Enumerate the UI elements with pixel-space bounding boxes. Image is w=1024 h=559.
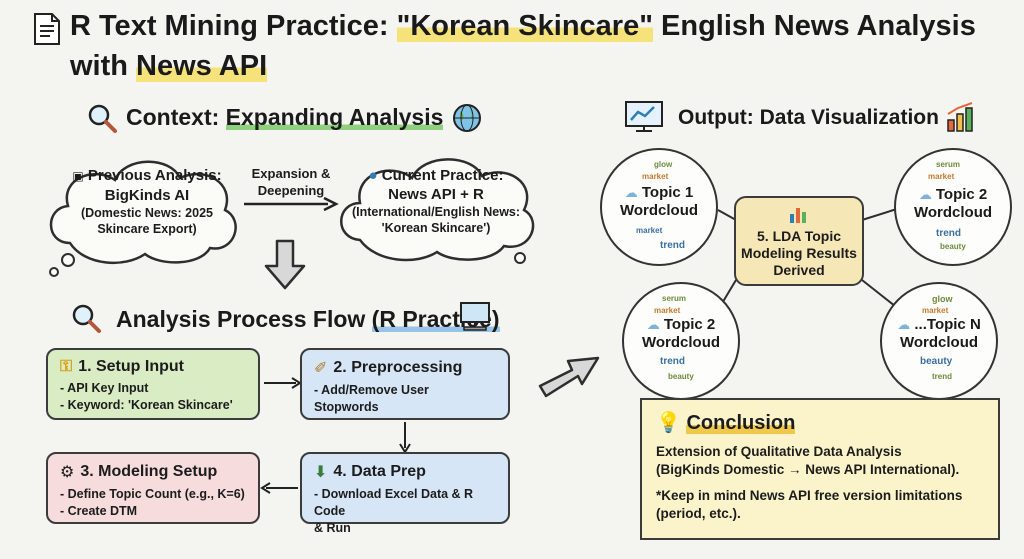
monitor-chart-icon — [625, 101, 663, 132]
key-icon: ⚿ — [60, 358, 73, 375]
step-preprocessing: ✐2. Preprocessing - Add/Remove User Stop… — [300, 348, 510, 420]
lightbulb-icon: 💡 — [656, 412, 681, 434]
flow-arrow-4-3 — [260, 482, 298, 494]
output-heading: Output: Data Visualization — [678, 106, 939, 129]
topic-2-wordcloud: serum market ☁ Topic 2 Wordcloud trend b… — [894, 148, 1012, 266]
flow-arrow-2-4 — [399, 422, 411, 454]
current-practice-text: ● Current Practice: News API + R (Intern… — [351, 167, 521, 235]
bar-chart-icon — [947, 102, 973, 132]
step-data-prep: ⬇4. Data Prep - Download Excel Data & R … — [300, 452, 510, 535]
title-highlight-keyword: "Korean Skincare" — [396, 10, 653, 42]
magnifier-icon — [88, 104, 117, 133]
expansion-label: Expansion & Deepening — [251, 166, 331, 198]
title-highlight-api: News API — [136, 50, 268, 82]
download-icon: ⬇ — [314, 464, 328, 481]
page-title: R Text Mining Practice: "Korean Skincare… — [70, 10, 976, 82]
magnifier-icon — [72, 304, 101, 333]
gear-icon: ⚙ — [60, 464, 75, 481]
computer-icon — [460, 302, 490, 331]
cloud-icon: ☁ — [624, 185, 638, 200]
topic-n-wordcloud: glow market ☁ ...Topic N Wordcloud beaut… — [880, 282, 998, 400]
broom-icon: ✐ — [314, 360, 328, 377]
step-modeling-setup: ⚙3. Modeling Setup - Define Topic Count … — [46, 452, 260, 524]
process-heading: Analysis Process Flow (R Practice) — [116, 306, 500, 332]
flow-arrow-1-2 — [264, 377, 302, 389]
previous-analysis-text: ▣ Previous Analysis: BigKinds AI (Domest… — [72, 167, 222, 236]
topic-1-wordcloud: glow market ☁ Topic 1 Wordcloud market t… — [600, 148, 718, 266]
conclusion-heading: Conclusion — [686, 412, 796, 434]
bar-chart-icon — [790, 208, 806, 223]
document-icon — [34, 13, 60, 45]
korea-flag-icon: ▣ — [72, 169, 84, 183]
cloud-icon: ☁ — [897, 317, 911, 332]
down-arrow — [264, 239, 306, 290]
topic-2b-wordcloud: serum market ☁ Topic 2 Wordcloud trend b… — [622, 282, 740, 400]
step-setup-input: ⚿1. Setup Input - API Key Input - Keywor… — [46, 348, 260, 420]
cloud-icon: ☁ — [918, 187, 932, 202]
diagonal-arrow — [538, 356, 600, 398]
conclusion-box: 💡 Conclusion Extension of Qualitative Da… — [640, 398, 1000, 540]
context-heading: Context: Expanding Analysis — [126, 104, 444, 130]
current-practice-cloud — [340, 158, 535, 264]
expansion-arrow — [244, 196, 339, 212]
cloud-icon: ☁ — [646, 317, 660, 332]
lda-results-box: 5. LDA Topic Modeling Results Derived — [734, 196, 864, 286]
globe-icon — [453, 104, 481, 132]
previous-analysis-cloud — [49, 160, 237, 277]
globe-small-icon: ● — [368, 167, 378, 184]
